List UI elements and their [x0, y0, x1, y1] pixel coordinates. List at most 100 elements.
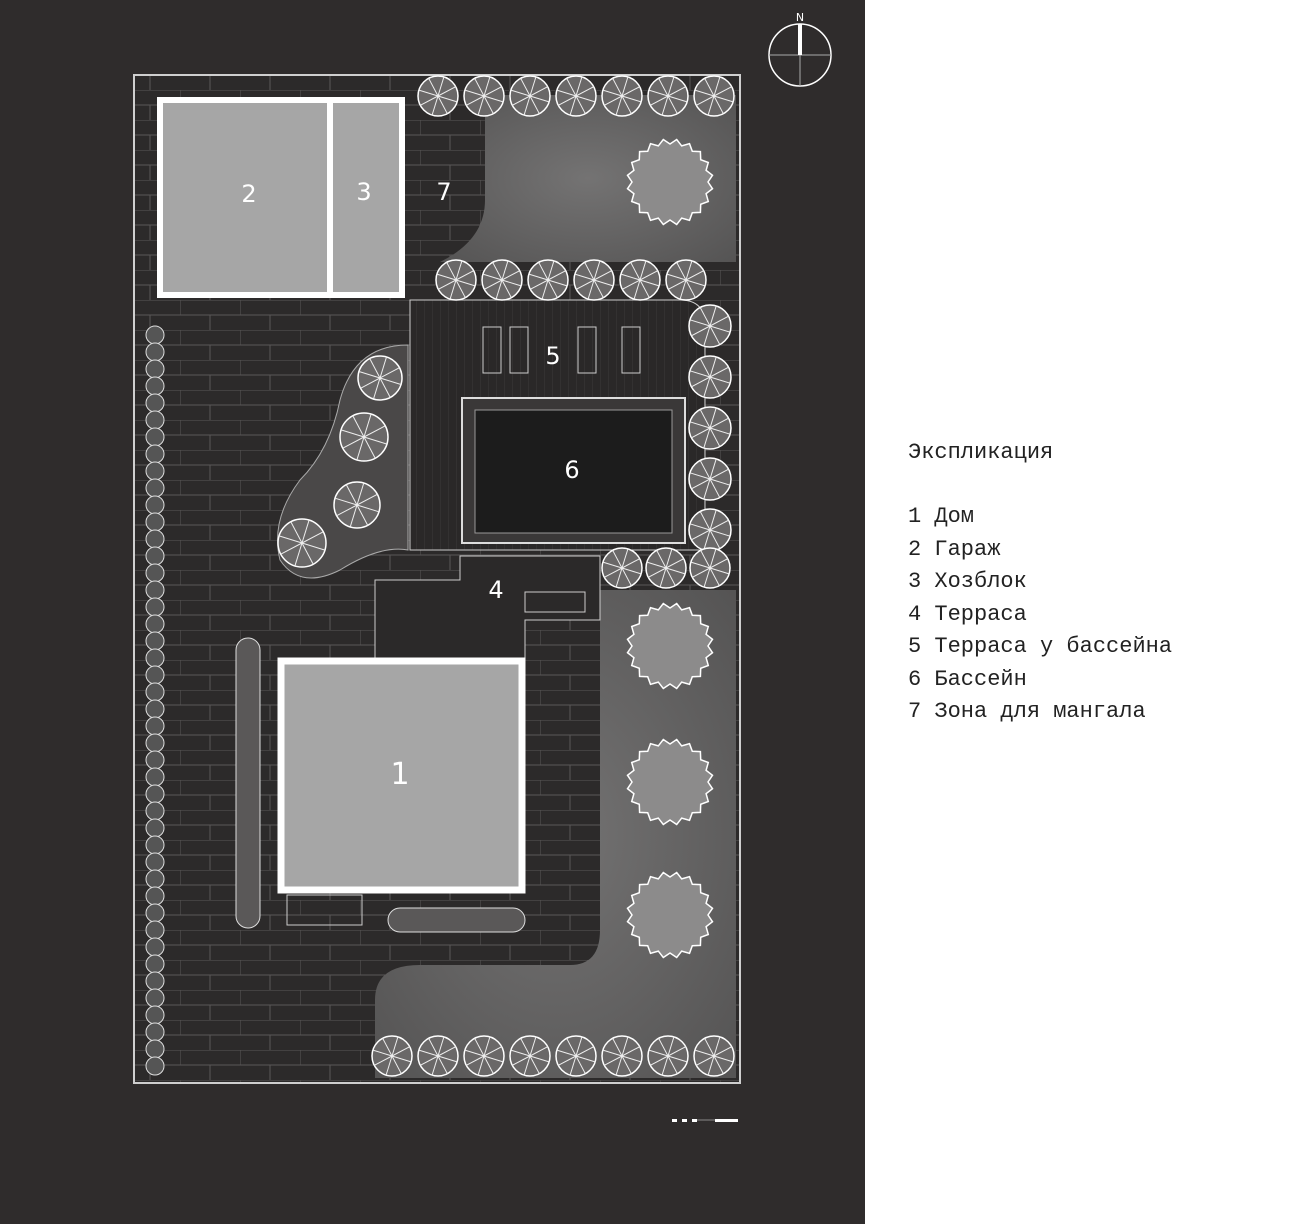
garage — [157, 97, 333, 298]
bush-tree-icon — [626, 602, 714, 690]
sun-loungers — [482, 326, 641, 374]
hedge-shrub-icon — [145, 988, 165, 1008]
legend-num: 4 — [908, 601, 922, 627]
tree-icon — [509, 1035, 551, 1077]
tree-icon — [647, 1035, 689, 1077]
hedge-shrub-icon — [145, 954, 165, 974]
hedge-shrub-icon — [145, 495, 165, 515]
legend-num: 6 — [908, 666, 922, 692]
hedge-shrub-icon — [145, 801, 165, 821]
hedge-shrub-icon — [145, 614, 165, 634]
utility-block — [327, 97, 405, 298]
hedge-shrub-icon — [145, 784, 165, 804]
tree-icon — [435, 259, 477, 301]
label-pool: 6 — [564, 456, 579, 484]
hedge-shrub-icon — [145, 444, 165, 464]
hedge-shrub-icon — [145, 937, 165, 957]
legend-item: 6 Бассейн — [908, 664, 1172, 697]
tree-icon — [277, 518, 327, 568]
tree-icon — [573, 259, 615, 301]
tree-icon — [417, 1035, 459, 1077]
tree-icon — [417, 75, 459, 117]
tree-icon — [645, 547, 687, 589]
legend-item: 1 Дом — [908, 501, 1172, 534]
hedge-shrub-icon — [145, 920, 165, 940]
hedge-shrub-icon — [145, 1022, 165, 1042]
tree-icon — [601, 75, 643, 117]
hedge-shrub-icon — [145, 512, 165, 532]
hedge-shrub-icon — [145, 631, 165, 651]
legend: Экспликация 1 Дом 2 Гараж 3 Хозблок 4 Те… — [908, 440, 1172, 729]
tree-icon — [555, 1035, 597, 1077]
tree-icon — [601, 1035, 643, 1077]
hedge-shrub-icon — [145, 478, 165, 498]
hedge-shrub-icon — [145, 750, 165, 770]
legend-label: Дом — [934, 504, 975, 529]
hedge-shrub-icon — [145, 563, 165, 583]
tree-icon — [339, 412, 389, 462]
house-porch — [286, 894, 363, 926]
hedge-shrub-icon — [145, 342, 165, 362]
bush-tree-icon — [626, 738, 714, 826]
legend-label: Гараж — [934, 536, 1001, 562]
lawn-right — [375, 590, 736, 1078]
hedge-shrub-icon — [145, 325, 165, 345]
hedge-shrub-icon — [145, 410, 165, 430]
hedge-shrub-icon — [145, 648, 165, 668]
legend-num: 1 — [908, 504, 922, 529]
legend-item: 5 Терраса у бассейна — [908, 631, 1172, 664]
legend-item: 4 Терраса — [908, 599, 1172, 632]
hedge-shrub-icon — [145, 699, 165, 719]
legend-title: Экспликация — [908, 440, 1054, 465]
tree-icon — [665, 259, 707, 301]
legend-item: 7 Зона для мангала — [908, 696, 1172, 729]
label-pool-terrace: 5 — [545, 342, 560, 370]
tree-icon — [357, 355, 403, 401]
legend-num: 2 — [908, 536, 922, 562]
site-plan-drawing: N 2 3 7 5 6 4 1 — [133, 11, 832, 1122]
tree-icon — [481, 259, 523, 301]
hedge-shrub-icon — [145, 546, 165, 566]
tree-icon — [689, 547, 731, 589]
hedge-shrub-icon — [145, 1039, 165, 1059]
hedge-shrub-icon — [145, 580, 165, 600]
hedge-shrub-icon — [145, 393, 165, 413]
bush-tree-icon — [626, 871, 714, 959]
tree-icon — [688, 457, 732, 501]
hedge-shrub-icon — [145, 869, 165, 889]
house — [277, 657, 526, 894]
legend-item: 3 Хозблок — [908, 566, 1172, 599]
hedge-shrub-icon — [145, 665, 165, 685]
tree-icon — [601, 547, 643, 589]
legend-num: 3 — [908, 569, 922, 594]
label-bbq: 7 — [436, 178, 451, 206]
trees — [277, 75, 735, 1077]
hedge-shrub-icon — [145, 461, 165, 481]
tree-icon — [688, 355, 732, 399]
hedge-shrub-icon — [145, 529, 165, 549]
tree-icon — [555, 75, 597, 117]
hedge-shrub-icon — [145, 359, 165, 379]
tree-icon — [463, 1035, 505, 1077]
hedge-shrub-icon — [145, 376, 165, 396]
tree-icon — [693, 75, 735, 117]
scale-bar — [672, 1119, 738, 1122]
pool-water — [474, 409, 673, 534]
tree-icon — [693, 1035, 735, 1077]
bench — [524, 591, 586, 613]
north-arrow-icon: N — [768, 11, 832, 87]
tree-icon — [688, 508, 732, 552]
legend-num: 7 — [908, 699, 922, 724]
hedge-shrub-icon — [145, 1056, 165, 1076]
hedge-shrub-icon — [145, 733, 165, 753]
legend-label: Терраса — [934, 601, 1027, 627]
tree-icon — [688, 304, 732, 348]
bush-tree-icon — [626, 138, 714, 226]
hedge-shrub-icon — [145, 903, 165, 923]
hedge-shrub-icon — [145, 767, 165, 787]
legend-item: 2 Гараж — [908, 534, 1172, 567]
legend-label: Терраса у бассейна — [934, 634, 1173, 659]
shrub-line — [235, 637, 261, 929]
hedge-shrub-icon — [145, 427, 165, 447]
legend-label: Зона для мангала — [934, 699, 1146, 724]
